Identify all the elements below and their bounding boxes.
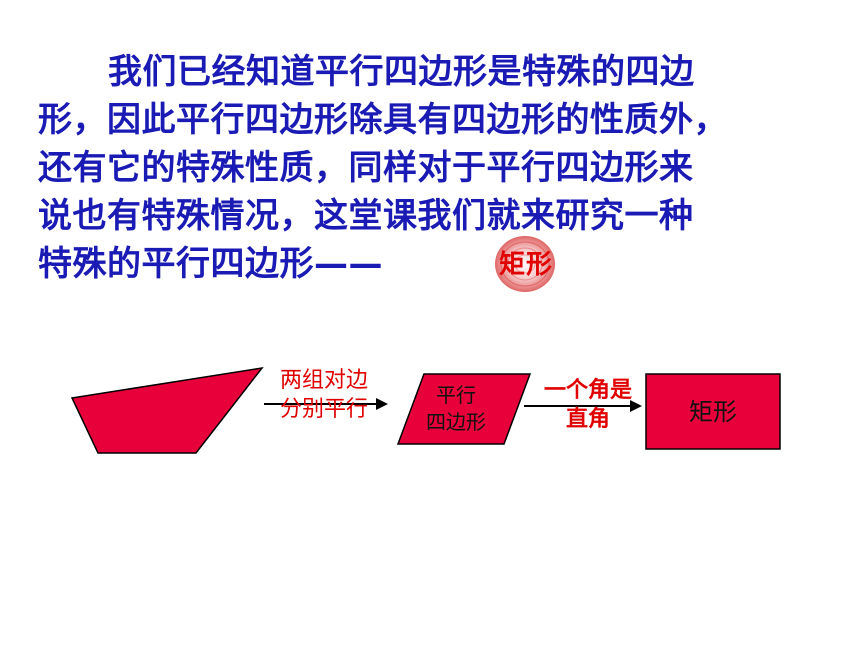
intro-line-2: 形，因此平行四边形除具有四边形的性质外， bbox=[38, 100, 728, 140]
arrow-right-2-icon bbox=[524, 400, 642, 412]
parallelogram-shape bbox=[396, 373, 532, 445]
question-badge-icon bbox=[495, 236, 555, 292]
intro-line-1: 我们已经知道平行四边形是特殊的四边 bbox=[108, 52, 695, 92]
condition-parallel-sides-label: 两组对边 分别平行 bbox=[262, 366, 386, 424]
parallelogram-label-line-1: 平行 bbox=[436, 383, 476, 407]
condition-right-angle-line-2: 直角 bbox=[565, 407, 610, 432]
condition-parallel-line-2: 分别平行 bbox=[279, 397, 368, 422]
intro-line-5: 特殊的平行四边形—— bbox=[38, 244, 383, 284]
answer-badge[interactable]: 矩形 bbox=[490, 236, 562, 292]
intro-line-3: 还有它的特殊性质，同样对于平行四边形来 bbox=[38, 148, 694, 188]
answer-badge-text: 矩形 bbox=[498, 250, 553, 280]
intro-line-4: 说也有特殊情况，这堂课我们就来研究一种 bbox=[38, 196, 694, 236]
rectangle-label: 矩形 bbox=[689, 398, 737, 426]
parallelogram-label-line-2: 四边形 bbox=[426, 410, 486, 434]
condition-parallel-line-1: 两组对边 bbox=[279, 368, 368, 393]
rectangle-shape bbox=[645, 373, 781, 450]
quadrilateral-shape bbox=[70, 366, 264, 454]
condition-right-angle-line-1: 一个角是 bbox=[543, 378, 632, 403]
arrow-right-1-icon bbox=[264, 398, 388, 410]
intro-paragraph: 我们已经知道平行四边形是特殊的四边 形，因此平行四边形除具有四边形的性质外， 还… bbox=[38, 48, 828, 288]
parallelogram-label: 平行 四边形 bbox=[404, 382, 508, 436]
condition-right-angle-label: 一个角是 直角 bbox=[526, 376, 650, 434]
